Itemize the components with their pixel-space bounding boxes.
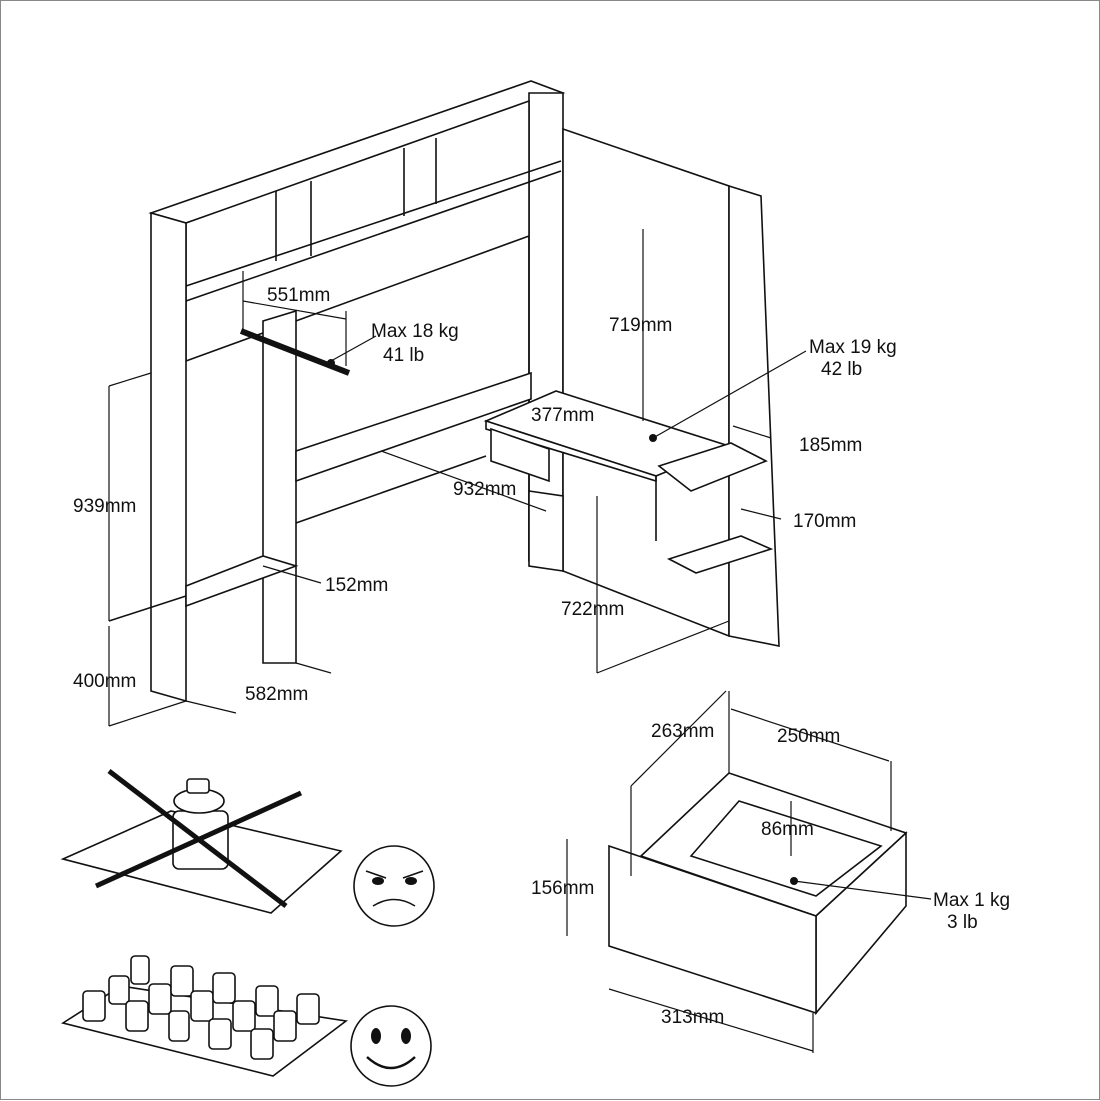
drawer-load-lb-label: 3 lb [947,912,978,933]
left-height-label: 939mm [73,496,136,517]
drawer-width-label: 250mm [777,726,840,747]
drawer-drawing [566,690,932,1053]
desk-load-lb-label: 42 lb [821,359,862,380]
drawer-inner-height-label: 86mm [761,819,814,840]
upper-shelf-depth-label: 185mm [799,435,862,456]
drawer-load-kg-label: Max 1 kg [933,890,1010,911]
loft-unit [108,80,780,703]
hutch-height-label: 719mm [609,315,672,336]
dimension-lines [108,229,807,727]
desk-depth-label: 377mm [531,405,594,426]
sad-face-icon [353,845,435,927]
desk-width-label: 932mm [453,479,516,500]
rail-width-label: 551mm [267,285,330,306]
rail-load-kg-label: Max 18 kg [371,321,459,342]
bottom-shelf-depth-label: 152mm [325,575,388,596]
drawer-front-width-label: 313mm [661,1007,724,1028]
lower-shelf-depth-label: 170mm [793,511,856,532]
point-load-forbidden-icon [60,769,343,914]
drawer-depth-label: 263mm [651,721,714,742]
base-height-label: 400mm [73,671,136,692]
rail-load-lb-label: 41 lb [383,345,424,366]
distributed-load-ok-icon [61,955,348,1077]
desk-load-kg-label: Max 19 kg [809,337,897,358]
happy-face-icon [350,1005,432,1087]
depth-label: 582mm [245,684,308,705]
desk-height-label: 722mm [561,599,624,620]
drawer-height-label: 156mm [531,878,594,899]
